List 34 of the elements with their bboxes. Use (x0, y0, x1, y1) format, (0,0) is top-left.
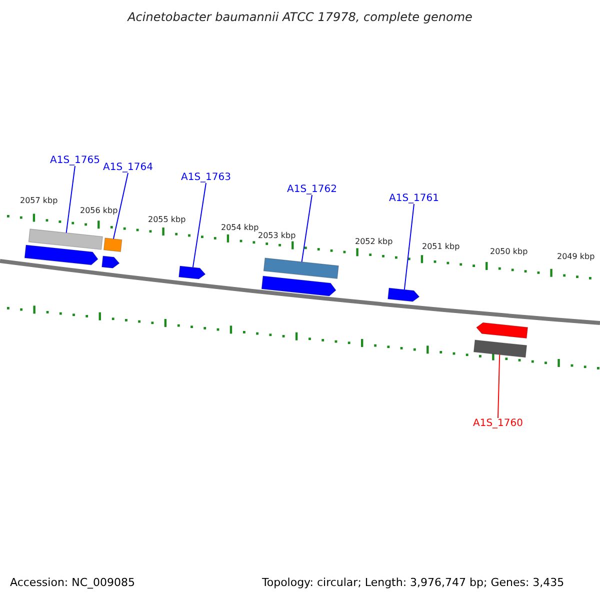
scale-label: 2056 kbp (80, 206, 118, 215)
scale-label: 2054 kbp (221, 223, 259, 232)
gene-label: A1S_1763 (181, 172, 231, 183)
gene-label: A1S_1760 (473, 418, 523, 429)
gene-block (102, 256, 120, 268)
gene-label: A1S_1761 (389, 193, 439, 204)
leader-line (498, 354, 500, 418)
scale-label: 2050 kbp (490, 247, 528, 256)
leader-line (192, 182, 206, 268)
gene-block (24, 244, 98, 266)
leader-line (112, 172, 128, 240)
leader-line (66, 166, 76, 234)
gene-block (261, 276, 336, 296)
title: Acinetobacter baumannii ATCC 17978, complete genome (126, 10, 474, 24)
gene-label: A1S_1762 (287, 184, 337, 195)
scale-label: 2049 kbp (557, 252, 595, 261)
gene-label: A1S_1765 (50, 155, 100, 166)
gene-label: A1S_1764 (103, 162, 153, 173)
gene-bar (103, 238, 122, 252)
scale-label: 2052 kbp (355, 237, 393, 246)
scale-label: 2055 kbp (148, 215, 186, 224)
leader-line (404, 204, 414, 290)
gene-bar (263, 258, 339, 279)
scale-label: 2057 kbp (20, 196, 58, 205)
scale-label: 2051 kbp (422, 242, 460, 251)
gene-bar (28, 228, 103, 250)
gene-block (178, 266, 206, 280)
gene-block (388, 288, 420, 302)
gene-block (476, 322, 528, 339)
footer-note: Accession: NC_009085 (10, 576, 136, 589)
scale-label: 2053 kbp (258, 231, 296, 240)
gene-bar (473, 340, 528, 358)
footer-note: Topology: circular; Length: 3,976,747 bp; Genes: 3,435 (262, 576, 564, 589)
leader-line (301, 194, 312, 262)
